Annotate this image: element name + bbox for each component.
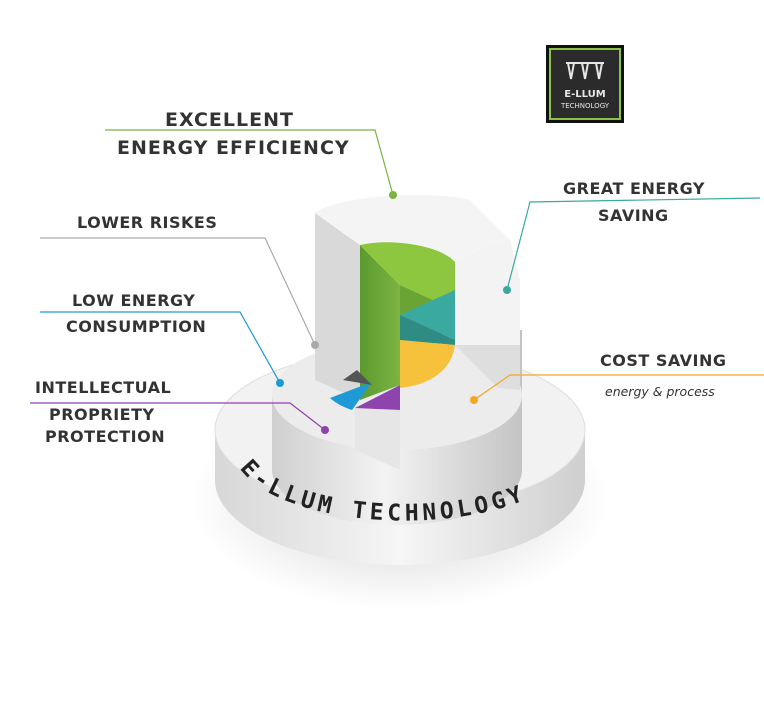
intellectual-label-line3: PROTECTION (45, 427, 166, 446)
low-energy-leader (40, 311, 281, 384)
great-dot (503, 286, 511, 294)
intellectual-label-line1: INTELLECTUAL (35, 378, 172, 397)
logo-line1: E-LLUM (564, 89, 605, 100)
cost-saving-sublabel: energy & process (605, 384, 715, 399)
e-llum-logo: E-LLUM TECHNOLOGY (546, 45, 624, 123)
great-leader (506, 197, 761, 291)
excellent-dot (389, 191, 397, 199)
e-llum-lamps-icon (566, 62, 604, 80)
purple-slice (355, 385, 400, 412)
leader-lines (30, 129, 764, 431)
excellent-label-line2: ENERGY EFFICIENCY (117, 137, 350, 159)
lower-risks-label: LOWER RISKES (77, 213, 218, 232)
dark-slice (343, 370, 372, 385)
excellent-label-line1: EXCELLENT (165, 109, 294, 131)
cost-saving-leader (473, 374, 764, 401)
low-energy-label-line1: LOW ENERGY (72, 291, 196, 310)
intellectual-leader (30, 402, 326, 431)
leader-dots (276, 191, 511, 434)
low-energy-label-line2: CONSUMPTION (66, 317, 207, 336)
excellent-leader (105, 129, 394, 196)
lower-risks-leader (40, 237, 316, 346)
low-energy-dot (276, 379, 284, 387)
front-notch (355, 408, 400, 470)
great-label-line2: SAVING (598, 206, 669, 225)
yellow-slice (400, 340, 455, 388)
cost-saving-label: COST SAVING (600, 351, 727, 370)
great-label-line1: GREAT ENERGY (563, 179, 705, 198)
cost-saving-dot (470, 396, 478, 404)
logo-line2: TECHNOLOGY (560, 102, 610, 110)
blue-slice (330, 382, 372, 410)
intellectual-label-line2: PROPRIETY (49, 405, 155, 424)
teal-slice (400, 290, 466, 345)
lower-risks-dot (311, 341, 319, 349)
intellectual-dot (321, 426, 329, 434)
